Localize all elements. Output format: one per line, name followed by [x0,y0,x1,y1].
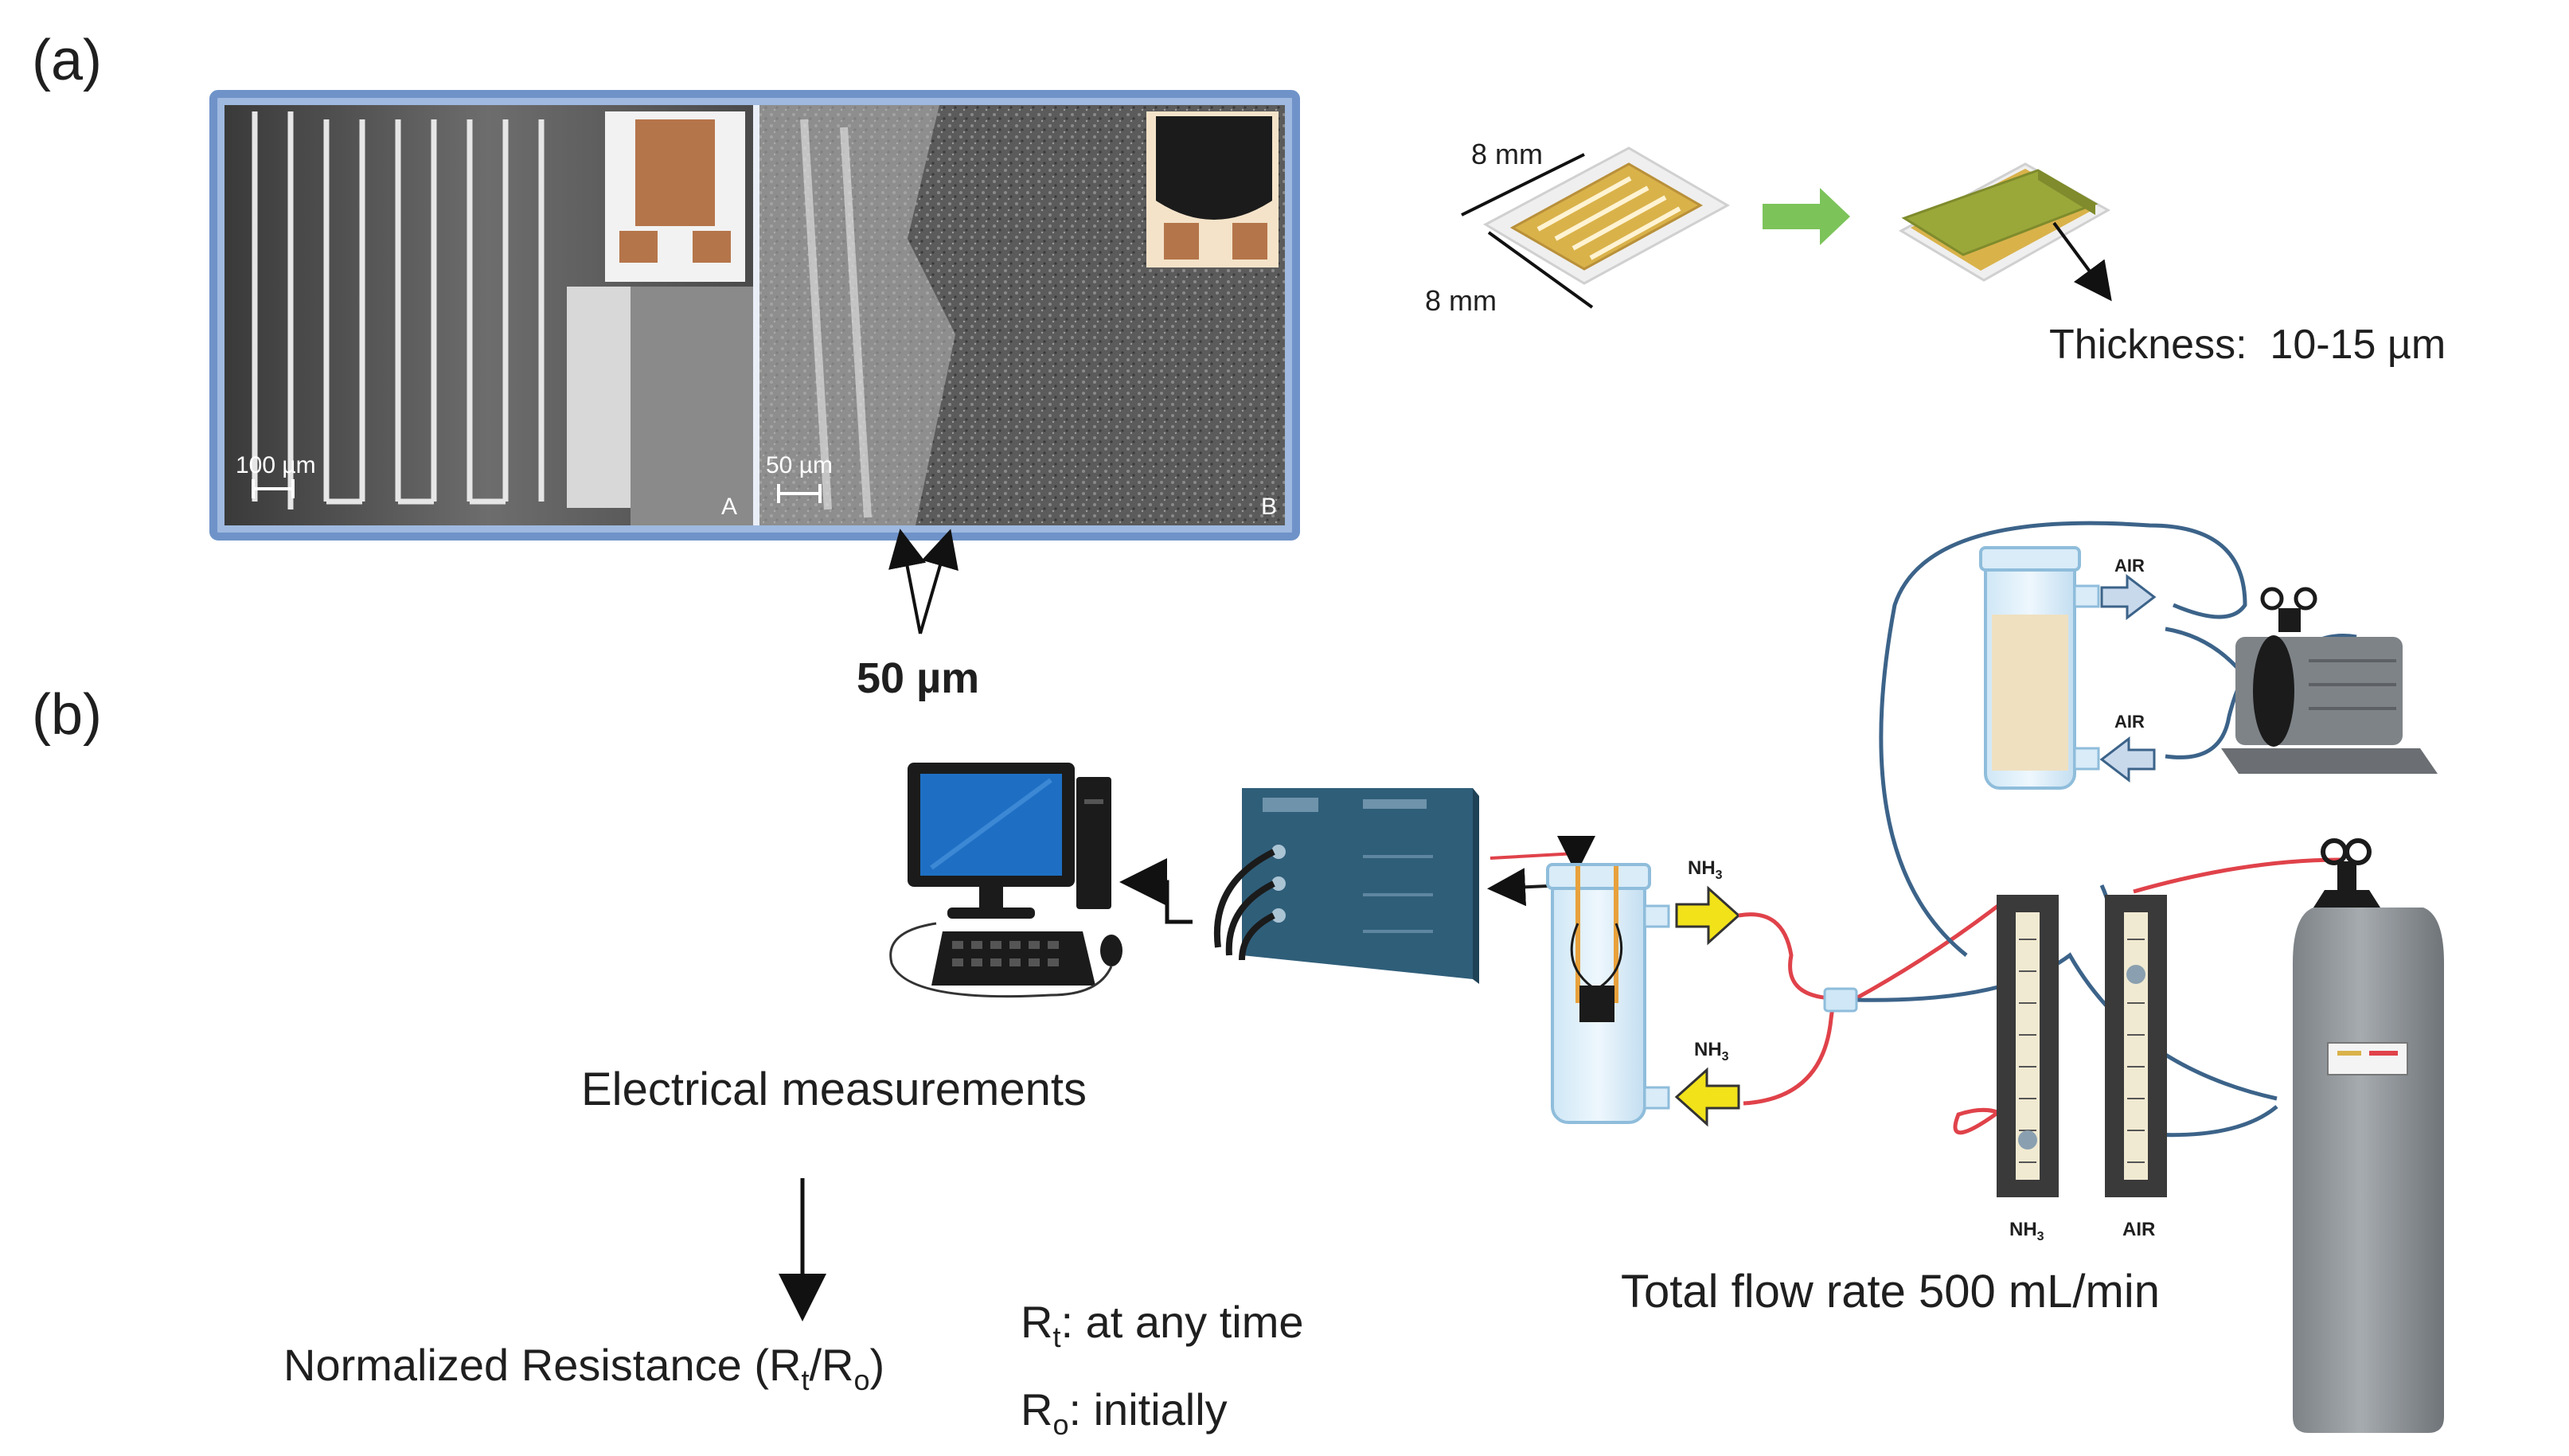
ro-definition: Ro: initially [1021,1384,1228,1441]
sem-image-electrodes: 100 µm A [224,105,753,525]
nh3-out-arrow-icon [1675,885,1741,946]
nh3-in-label: NH3 [1694,1039,1729,1064]
coated-sensor-chip [1898,162,2112,302]
film-thickness-label: Thickness: 10-15 µm [2049,322,2446,368]
electrical-measurements-label: Electrical measurements [581,1064,1087,1115]
sensor-chip [1461,146,1731,309]
normalized-resistance-label: Normalized Resistance (Rt/Ro) [283,1340,884,1396]
nh3-out-label: NH3 [1688,857,1723,882]
panel-a-label: (a) [32,29,102,92]
computer-icon [889,763,1122,998]
sem-image-film: 50 µm B [759,105,1285,525]
flowmeter-air-label: AIR [2122,1219,2155,1240]
air-top-label: AIR [2114,556,2145,576]
air-bottom-label: AIR [2114,712,2145,732]
air-filter-column [1979,546,2100,790]
flowmeter-air [2105,895,2167,1197]
panel-b-label: (b) [32,683,102,747]
data-link-arrow [1119,858,1193,924]
air-out-arrow-icon [2099,736,2156,783]
pipe-tee-connector [1823,987,1858,1013]
process-arrow-icon [1763,188,1850,245]
flowmeter-nh3-label: NH3 [2009,1219,2044,1243]
sem-right-scale-label: 50 µm [766,452,833,478]
sem-image-frame: 100 µm A 50 µm B [209,90,1300,541]
scale-callout-label: 50 µm [857,654,979,702]
air-pump [2221,587,2438,774]
sensor-chamber [1546,863,1670,1124]
scale-callout-arrows [888,529,958,634]
sem-left-scale-label: 100 µm [236,452,316,478]
flowmeter-nh3 [1997,895,2059,1197]
flow-rate-label: Total flow rate 500 mL/min [1621,1266,2160,1317]
air-in-arrow-icon [2100,573,2157,621]
gas-cylinder [2293,838,2444,1433]
chip-dimension-top: 8 mm [1471,138,1543,170]
sem-left-letter: A [721,494,737,520]
rt-definition: Rt: at any time [1021,1297,1304,1353]
electrometer-instrument [1213,788,1479,984]
sem-right-letter: B [1261,494,1277,520]
chip-dimension-left: 8 mm [1425,284,1497,317]
nh3-in-arrow-icon [1674,1067,1740,1127]
